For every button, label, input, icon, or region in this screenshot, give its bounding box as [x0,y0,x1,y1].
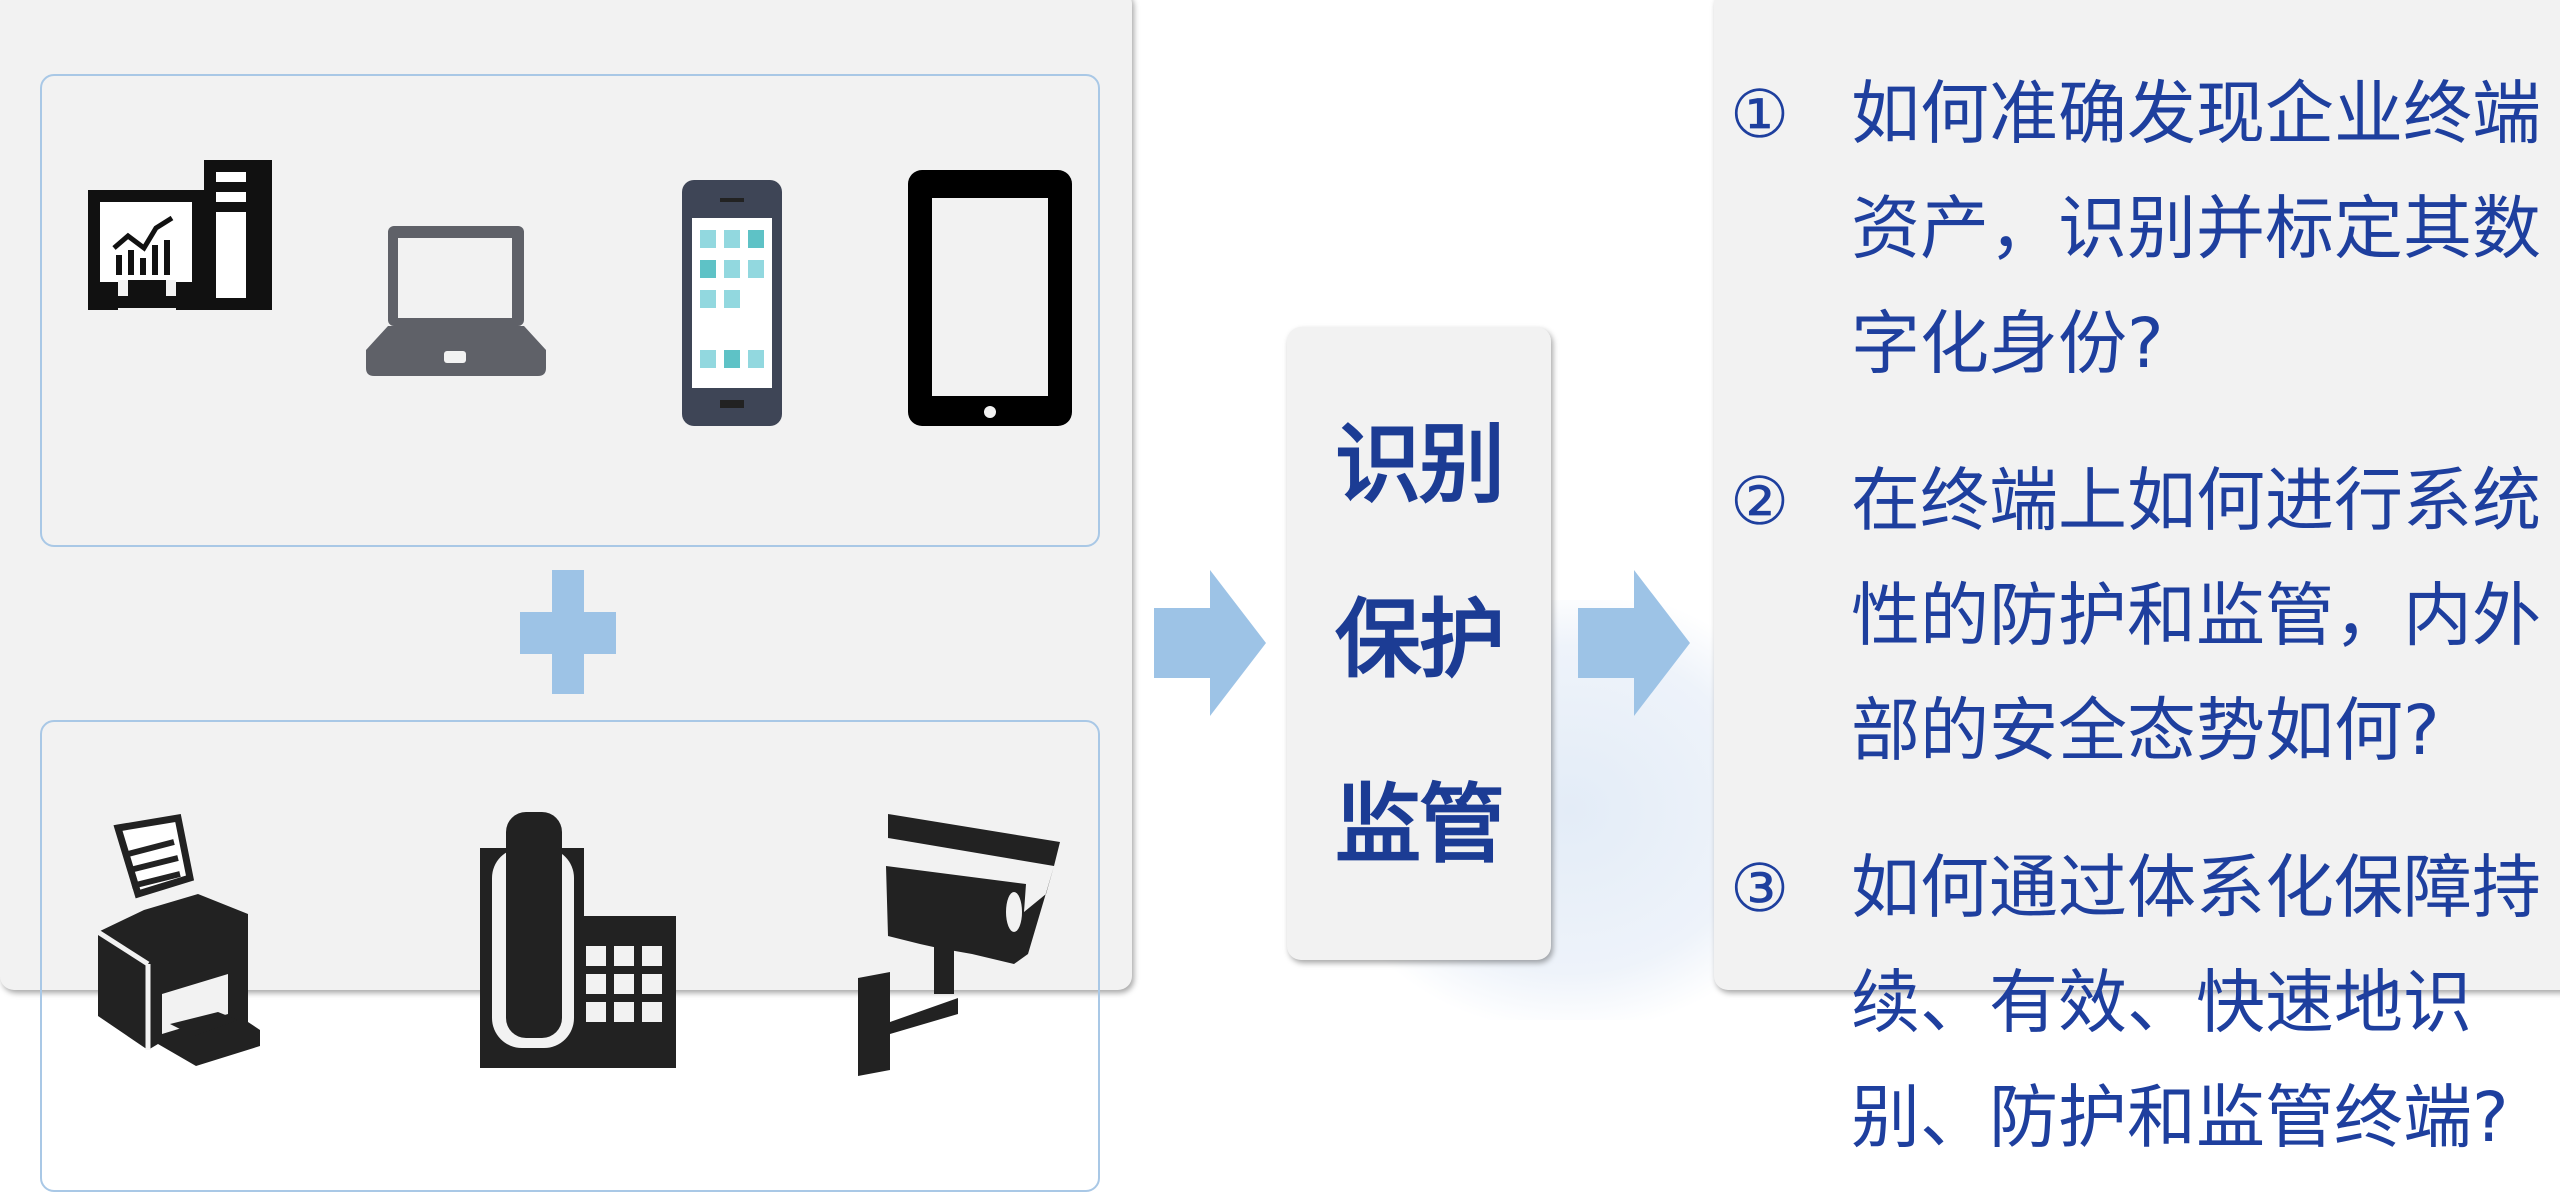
desk-phone-icon [480,812,676,1068]
question-text: 如何准确发现企业终端资产，识别并标定其数字化身份? [1851,74,2541,384]
smartphone-icon [682,180,782,426]
security-camera-icon [858,814,1060,1076]
tablet-icon [908,170,1072,426]
capability-identify: 识别 [1335,415,1505,515]
question-number: ③ [1730,850,1790,927]
right-arrow-icon [1154,570,1266,716]
capability-protect: 保护 [1335,590,1505,690]
device-panel [0,0,1132,1192]
core-capabilities-box: 识别 保护 监管 [1287,327,1551,960]
printer-icon [98,814,260,1066]
question-number: ① [1730,76,1790,153]
peripheral-device-group [40,720,1100,1192]
laptop-icon [366,226,546,376]
capability-monitor: 监管 [1335,775,1505,875]
plus-icon [520,570,616,694]
desktop-computer-icon [88,160,272,310]
right-arrow-icon [1578,570,1690,716]
question-number: ② [1730,463,1790,540]
endpoint-device-group [40,74,1100,547]
question-text: 如何通过体系化保障持续、有效、快速地识别、防护和监管终端? [1851,848,2541,1158]
questions-panel [1714,0,2560,990]
question-text: 在终端上如何进行系统性的防护和监管，内外部的安全态势如何? [1851,461,2541,771]
